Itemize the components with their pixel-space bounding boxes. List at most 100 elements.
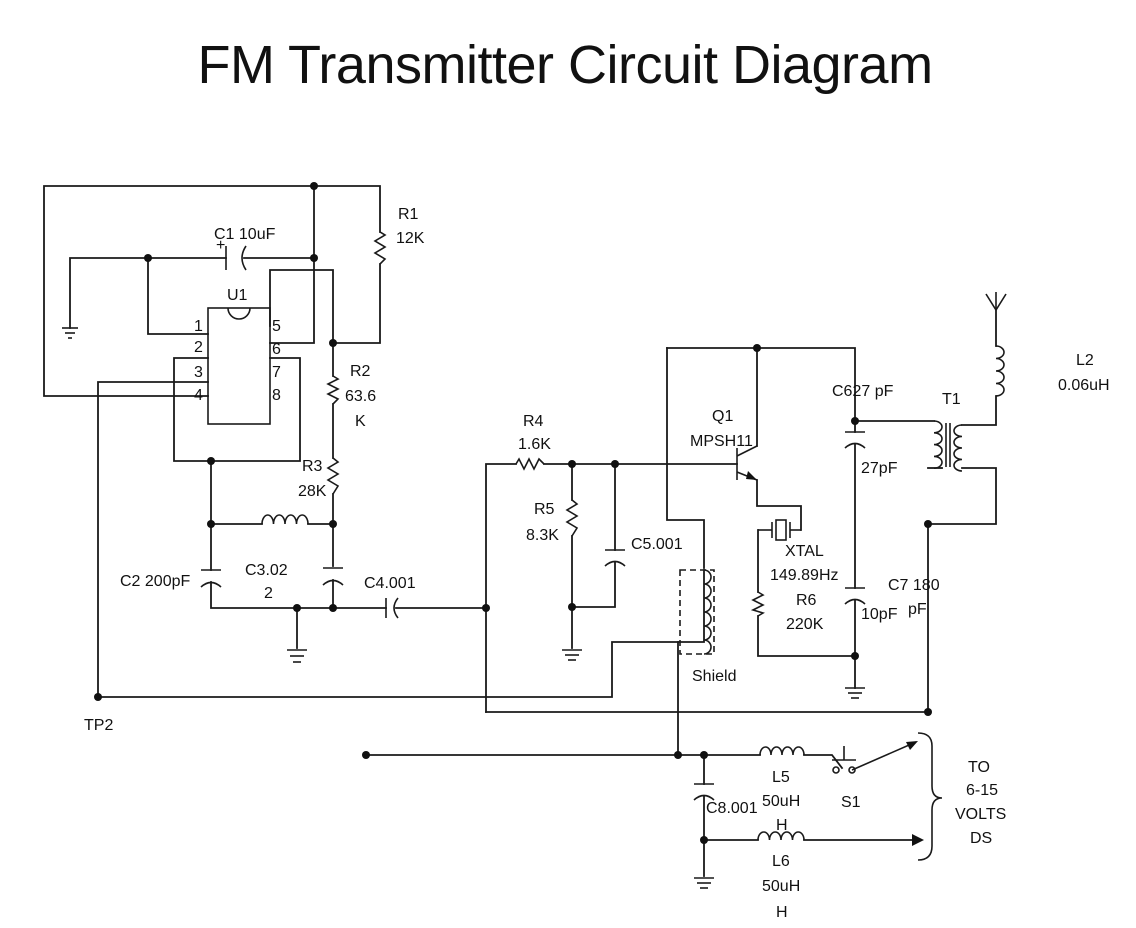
- r2-resistor: R2 63.6 K: [326, 363, 376, 430]
- xtal-label: XTAL: [785, 543, 824, 560]
- junctions: [94, 182, 932, 844]
- c5-capacitor: C5.001: [604, 536, 683, 567]
- supply-brace: TO 6-15 VOLTS DS: [917, 732, 1006, 861]
- r6-value: 220K: [786, 616, 824, 633]
- r4-resistor: R4 1.6K: [515, 413, 551, 471]
- c7-unit: pF: [908, 601, 927, 618]
- ground-icon: [845, 687, 865, 699]
- junction-dot: [310, 182, 318, 190]
- c6-value: 27pF: [861, 460, 898, 477]
- shield-coil: Shield: [679, 569, 736, 685]
- r5-label: R5: [534, 501, 555, 518]
- c2-capacitor: C2 200pF: [120, 569, 222, 590]
- c3-value: 2: [264, 585, 273, 602]
- junction-dot: [753, 344, 761, 352]
- xtal-frequency: 149.89Hz: [770, 567, 839, 584]
- c1-label: C1 10uF: [214, 226, 276, 243]
- junction-dot: [568, 460, 576, 468]
- ground-symbols: [62, 327, 865, 889]
- l2-inductor: L2 0.06uH: [995, 345, 1110, 397]
- u1-pin-label: 7: [272, 364, 281, 381]
- l2-label: L2: [1076, 352, 1094, 369]
- r2-label: R2: [350, 363, 371, 380]
- c6-capacitor: C627 pF 27pF: [832, 383, 898, 477]
- input-terminal: [362, 751, 370, 759]
- c4-label: C4.001: [364, 575, 416, 592]
- u1-pin-label: 2: [194, 339, 203, 356]
- supply-label-line3: VOLTS: [955, 806, 1006, 823]
- junction-dot: [293, 604, 301, 612]
- junction-dot: [207, 457, 215, 465]
- r1-value: 12K: [396, 230, 425, 247]
- r2-value-unit: K: [355, 413, 366, 430]
- u1-label: U1: [227, 287, 248, 304]
- l5-value: 50uH: [762, 793, 800, 810]
- q1-part: MPSH11: [690, 433, 753, 450]
- u1-pin-label: 6: [272, 341, 281, 358]
- ground-icon: [694, 877, 714, 889]
- ground-icon: [287, 649, 307, 663]
- s1-label: S1: [841, 794, 861, 811]
- r1-label: R1: [398, 206, 419, 223]
- u1-pin-label: 8: [272, 387, 281, 404]
- l6-label: L6: [772, 853, 790, 870]
- shield-label: Shield: [692, 668, 736, 685]
- c2-label: C2 200pF: [120, 573, 190, 590]
- junction-dot: [329, 520, 337, 528]
- c5-label: C5.001: [631, 536, 683, 553]
- r5-value: 8.3K: [526, 527, 559, 544]
- u1-pin-label: 3: [194, 364, 203, 381]
- r2-value: 63.6: [345, 388, 376, 405]
- supply-label-line1: TO: [968, 759, 990, 776]
- c7-label: C7 180: [888, 577, 940, 594]
- junction-dot: [568, 603, 576, 611]
- s1-switch: S1: [832, 741, 918, 811]
- r6-label: R6: [796, 592, 817, 609]
- l5-label: L5: [772, 769, 790, 786]
- supply-label-line2: 6-15: [966, 782, 998, 799]
- c3-label: C3.02: [245, 562, 288, 579]
- ground-icon: [562, 649, 582, 661]
- junction-dot: [310, 254, 318, 262]
- r5-resistor: R5 8.3K: [526, 499, 579, 544]
- r4-label: R4: [523, 413, 544, 430]
- supply-label-line4: DS: [970, 830, 992, 847]
- u1-pin-label: 4: [194, 387, 203, 404]
- wires: [43, 185, 997, 877]
- tp2-label: TP2: [84, 717, 113, 734]
- tp2-test-point: [94, 693, 102, 701]
- junction-dot: [482, 604, 490, 612]
- r4-value: 1.6K: [518, 436, 551, 453]
- l5-unit: H: [776, 817, 788, 834]
- junction-dot: [329, 339, 337, 347]
- r1-resistor: R1 12K: [373, 206, 425, 265]
- l2-value: 0.06uH: [1058, 377, 1110, 394]
- r3-label: R3: [302, 458, 323, 475]
- l6-unit: H: [776, 904, 788, 921]
- l6-inductor: L6 50uH H: [757, 831, 924, 921]
- junction-dot: [674, 751, 682, 759]
- xtal-crystal: XTAL 149.89Hz: [758, 519, 839, 584]
- c3-capacitor: C3.02 2: [245, 562, 344, 602]
- r6-resistor: R6 220K: [750, 591, 824, 633]
- r3-value: 28K: [298, 483, 327, 500]
- c6-label: C627 pF: [832, 383, 894, 400]
- q1-transistor: Q1 MPSH11: [690, 408, 758, 481]
- junction-dot: [700, 751, 708, 759]
- r3-resistor: R3 28K: [298, 457, 340, 500]
- junction-dot: [329, 604, 337, 612]
- t1-transformer: T1: [933, 391, 963, 472]
- l1-inductor: [261, 514, 309, 525]
- junction-dot: [611, 460, 619, 468]
- c8-capacitor: C8.001: [693, 783, 758, 817]
- c8-label: C8.001: [706, 800, 758, 817]
- u1-pin-label: 1: [194, 318, 203, 335]
- page-title: FM Transmitter Circuit Diagram: [197, 35, 933, 95]
- c7-value: 10pF: [861, 606, 898, 623]
- u1-ic: U1 1 2 3 4 5 6 7 8: [194, 287, 281, 425]
- junction-dot: [144, 254, 152, 262]
- junction-dot: [207, 520, 215, 528]
- t1-label: T1: [942, 391, 961, 408]
- u1-pin-label: 5: [272, 318, 281, 335]
